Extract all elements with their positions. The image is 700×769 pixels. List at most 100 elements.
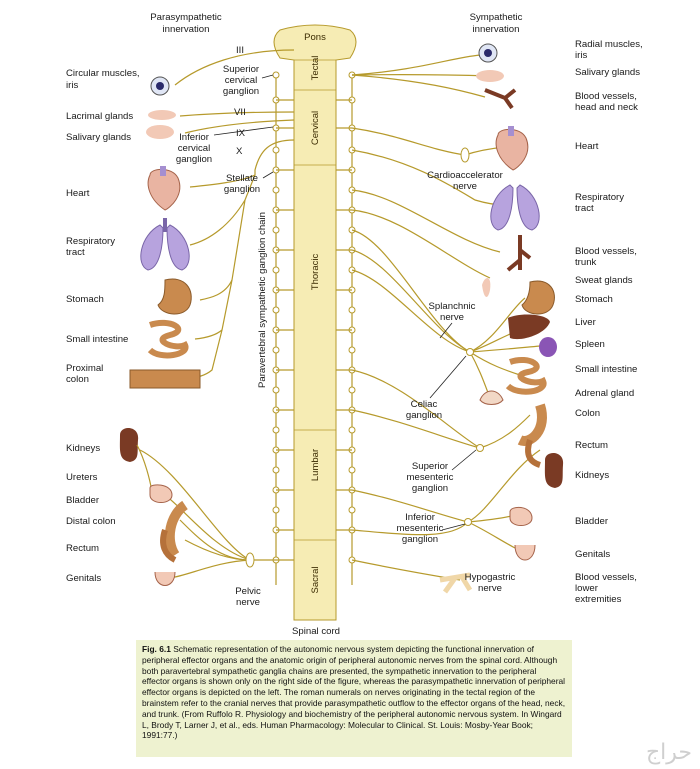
cardioaccelerator-nerve-label-1: Cardioaccelerator	[427, 170, 504, 181]
right-label-colon: Colon	[575, 408, 600, 419]
right-label-salivary: Salivary glands	[575, 67, 640, 78]
tectal-label: Tectal	[310, 56, 321, 81]
thoracic-label: Thoracic	[310, 254, 321, 291]
left-label-heart: Heart	[66, 188, 90, 199]
superior-cervical-ganglion-label-1: Superior	[223, 64, 260, 75]
inferior-mesenteric-ganglion-label-2: mesenteric	[397, 523, 444, 534]
cardioaccelerator-nerve-label-2: nerve	[453, 181, 477, 192]
splanchnic-nerve-label-1: Splanchnic	[429, 301, 476, 312]
right-label-vessels-trunk-2: trunk	[575, 257, 597, 268]
lumbar-label: Lumbar	[310, 449, 321, 481]
stellate-ganglion-label-1: Stellate	[226, 173, 258, 184]
left-label-ureters: Ureters	[66, 472, 98, 483]
small-intestine-icon-right	[505, 357, 547, 395]
cardioaccelerator-node	[460, 147, 470, 163]
kidney-icon-right	[544, 453, 564, 488]
superior-cervical-ganglion-label-3: ganglion	[223, 86, 259, 97]
inferior-cervical-ganglion-label-2: cervical	[178, 143, 211, 154]
right-label-sweat-glands: Sweat glands	[575, 275, 633, 286]
sacral-label: Sacral	[310, 567, 321, 594]
left-label-iris-2: iris	[66, 80, 78, 91]
left-label-lacrimal: Lacrimal glands	[66, 111, 133, 122]
rectum-icon	[160, 529, 177, 563]
blood-vessels-lower-icon	[439, 572, 473, 594]
right-label-vessels-head-1: Blood vessels,	[575, 91, 637, 102]
right-label-spleen: Spleen	[575, 339, 605, 350]
cervical-label: Cervical	[310, 111, 321, 145]
stomach-icon-right	[521, 280, 555, 315]
sympathetic-header-line2: innervation	[473, 24, 520, 35]
hypogastric-nerve-label-1: Hypogastric	[465, 572, 516, 583]
right-label-vessels-lower-2: lower	[575, 583, 599, 594]
spleen-icon	[539, 337, 557, 357]
ganglion-nodes	[245, 147, 484, 568]
kidney-icon	[119, 428, 139, 462]
inferior-cervical-ganglion-label-3: ganglion	[176, 154, 212, 165]
spinal-cord-label: Spinal cord	[292, 626, 340, 637]
blood-vessels-head-icon	[484, 88, 517, 110]
left-label-bladder: Bladder	[66, 495, 100, 506]
right-organ-drawings	[439, 43, 564, 594]
left-label-proximal-colon-2: colon	[66, 374, 89, 385]
genitals-icon	[154, 571, 176, 586]
bladder-icon	[149, 484, 173, 503]
superior-mesenteric-node	[476, 444, 484, 452]
left-label-proximal-colon-1: Proximal	[66, 363, 103, 374]
cranial-nerve-iii: III	[236, 45, 244, 56]
sympathetic-nerves	[351, 54, 541, 581]
heart-icon-right	[495, 126, 529, 171]
right-label-vessels-head-2: head and neck	[575, 102, 638, 113]
pons-label: Pons	[304, 32, 326, 43]
right-label-iris-2: iris	[575, 50, 587, 61]
splanchnic-nerve-label-2: nerve	[440, 312, 464, 323]
parasympathetic-nerves	[139, 49, 295, 579]
right-label-liver: Liver	[575, 317, 597, 328]
right-label-heart: Heart	[575, 141, 599, 152]
heart-icon	[147, 166, 181, 211]
right-label-vessels-lower-3: extremities	[575, 594, 622, 605]
right-label-rectum: Rectum	[575, 440, 608, 451]
left-label-genitals: Genitals	[66, 573, 101, 584]
genitals-icon-right	[514, 544, 536, 561]
pelvic-node	[245, 552, 255, 568]
hypogastric-nerve-label-2: nerve	[478, 583, 502, 594]
left-label-stomach: Stomach	[66, 294, 104, 305]
left-label-iris-1: Circular muscles,	[66, 68, 140, 79]
pelvic-nerve-label-1: Pelvic	[235, 586, 261, 597]
right-label-respiratory-1: Respiratory	[575, 192, 624, 203]
blood-vessels-trunk-icon	[506, 235, 532, 272]
right-label-bladder: Bladder	[575, 516, 609, 527]
proximal-colon-icon	[129, 369, 201, 389]
cranial-nerve-vii: VII	[234, 107, 246, 118]
lacrimal-gland-icon	[148, 110, 176, 120]
parasympathetic-header-line1: Parasympathetic	[150, 12, 222, 23]
superior-cervical-ganglion-label-2: cervical	[225, 75, 258, 86]
superior-mesenteric-ganglion-label-1: Superior	[412, 461, 449, 472]
right-organ-labels: Radial muscles, iris Salivary glands Blo…	[575, 39, 643, 605]
figure-number: Fig. 6.1	[142, 644, 171, 654]
chain-label: Paravertebral sympathetic ganglion chain	[257, 212, 268, 388]
iris-icon-right	[478, 43, 498, 63]
right-label-kidneys: Kidneys	[575, 470, 609, 481]
distal-colon-icon	[164, 500, 189, 558]
salivary-gland-icon-right	[476, 70, 504, 82]
left-sympathetic-chain	[272, 71, 280, 585]
adrenal-gland-icon	[479, 390, 504, 405]
left-label-kidneys: Kidneys	[66, 443, 100, 454]
left-label-rectum: Rectum	[66, 543, 99, 554]
celiac-node	[466, 348, 474, 356]
right-label-genitals: Genitals	[575, 549, 610, 560]
rectum-icon-right	[525, 439, 542, 468]
left-label-salivary: Salivary glands	[66, 132, 131, 143]
colon-icon	[517, 403, 547, 446]
celiac-ganglion-label-1: Celiac	[411, 399, 438, 410]
pelvic-nerve-label-2: nerve	[236, 597, 260, 608]
watermark: حراج	[645, 740, 692, 765]
celiac-ganglion-label-2: ganglion	[406, 410, 442, 421]
left-label-respiratory-2: tract	[66, 247, 85, 258]
stellate-ganglion-label-2: ganglion	[224, 184, 260, 195]
iris-icon	[150, 76, 170, 96]
right-label-respiratory-2: tract	[575, 203, 594, 214]
right-label-stomach: Stomach	[575, 294, 613, 305]
right-label-vessels-lower-1: Blood vessels,	[575, 572, 637, 583]
